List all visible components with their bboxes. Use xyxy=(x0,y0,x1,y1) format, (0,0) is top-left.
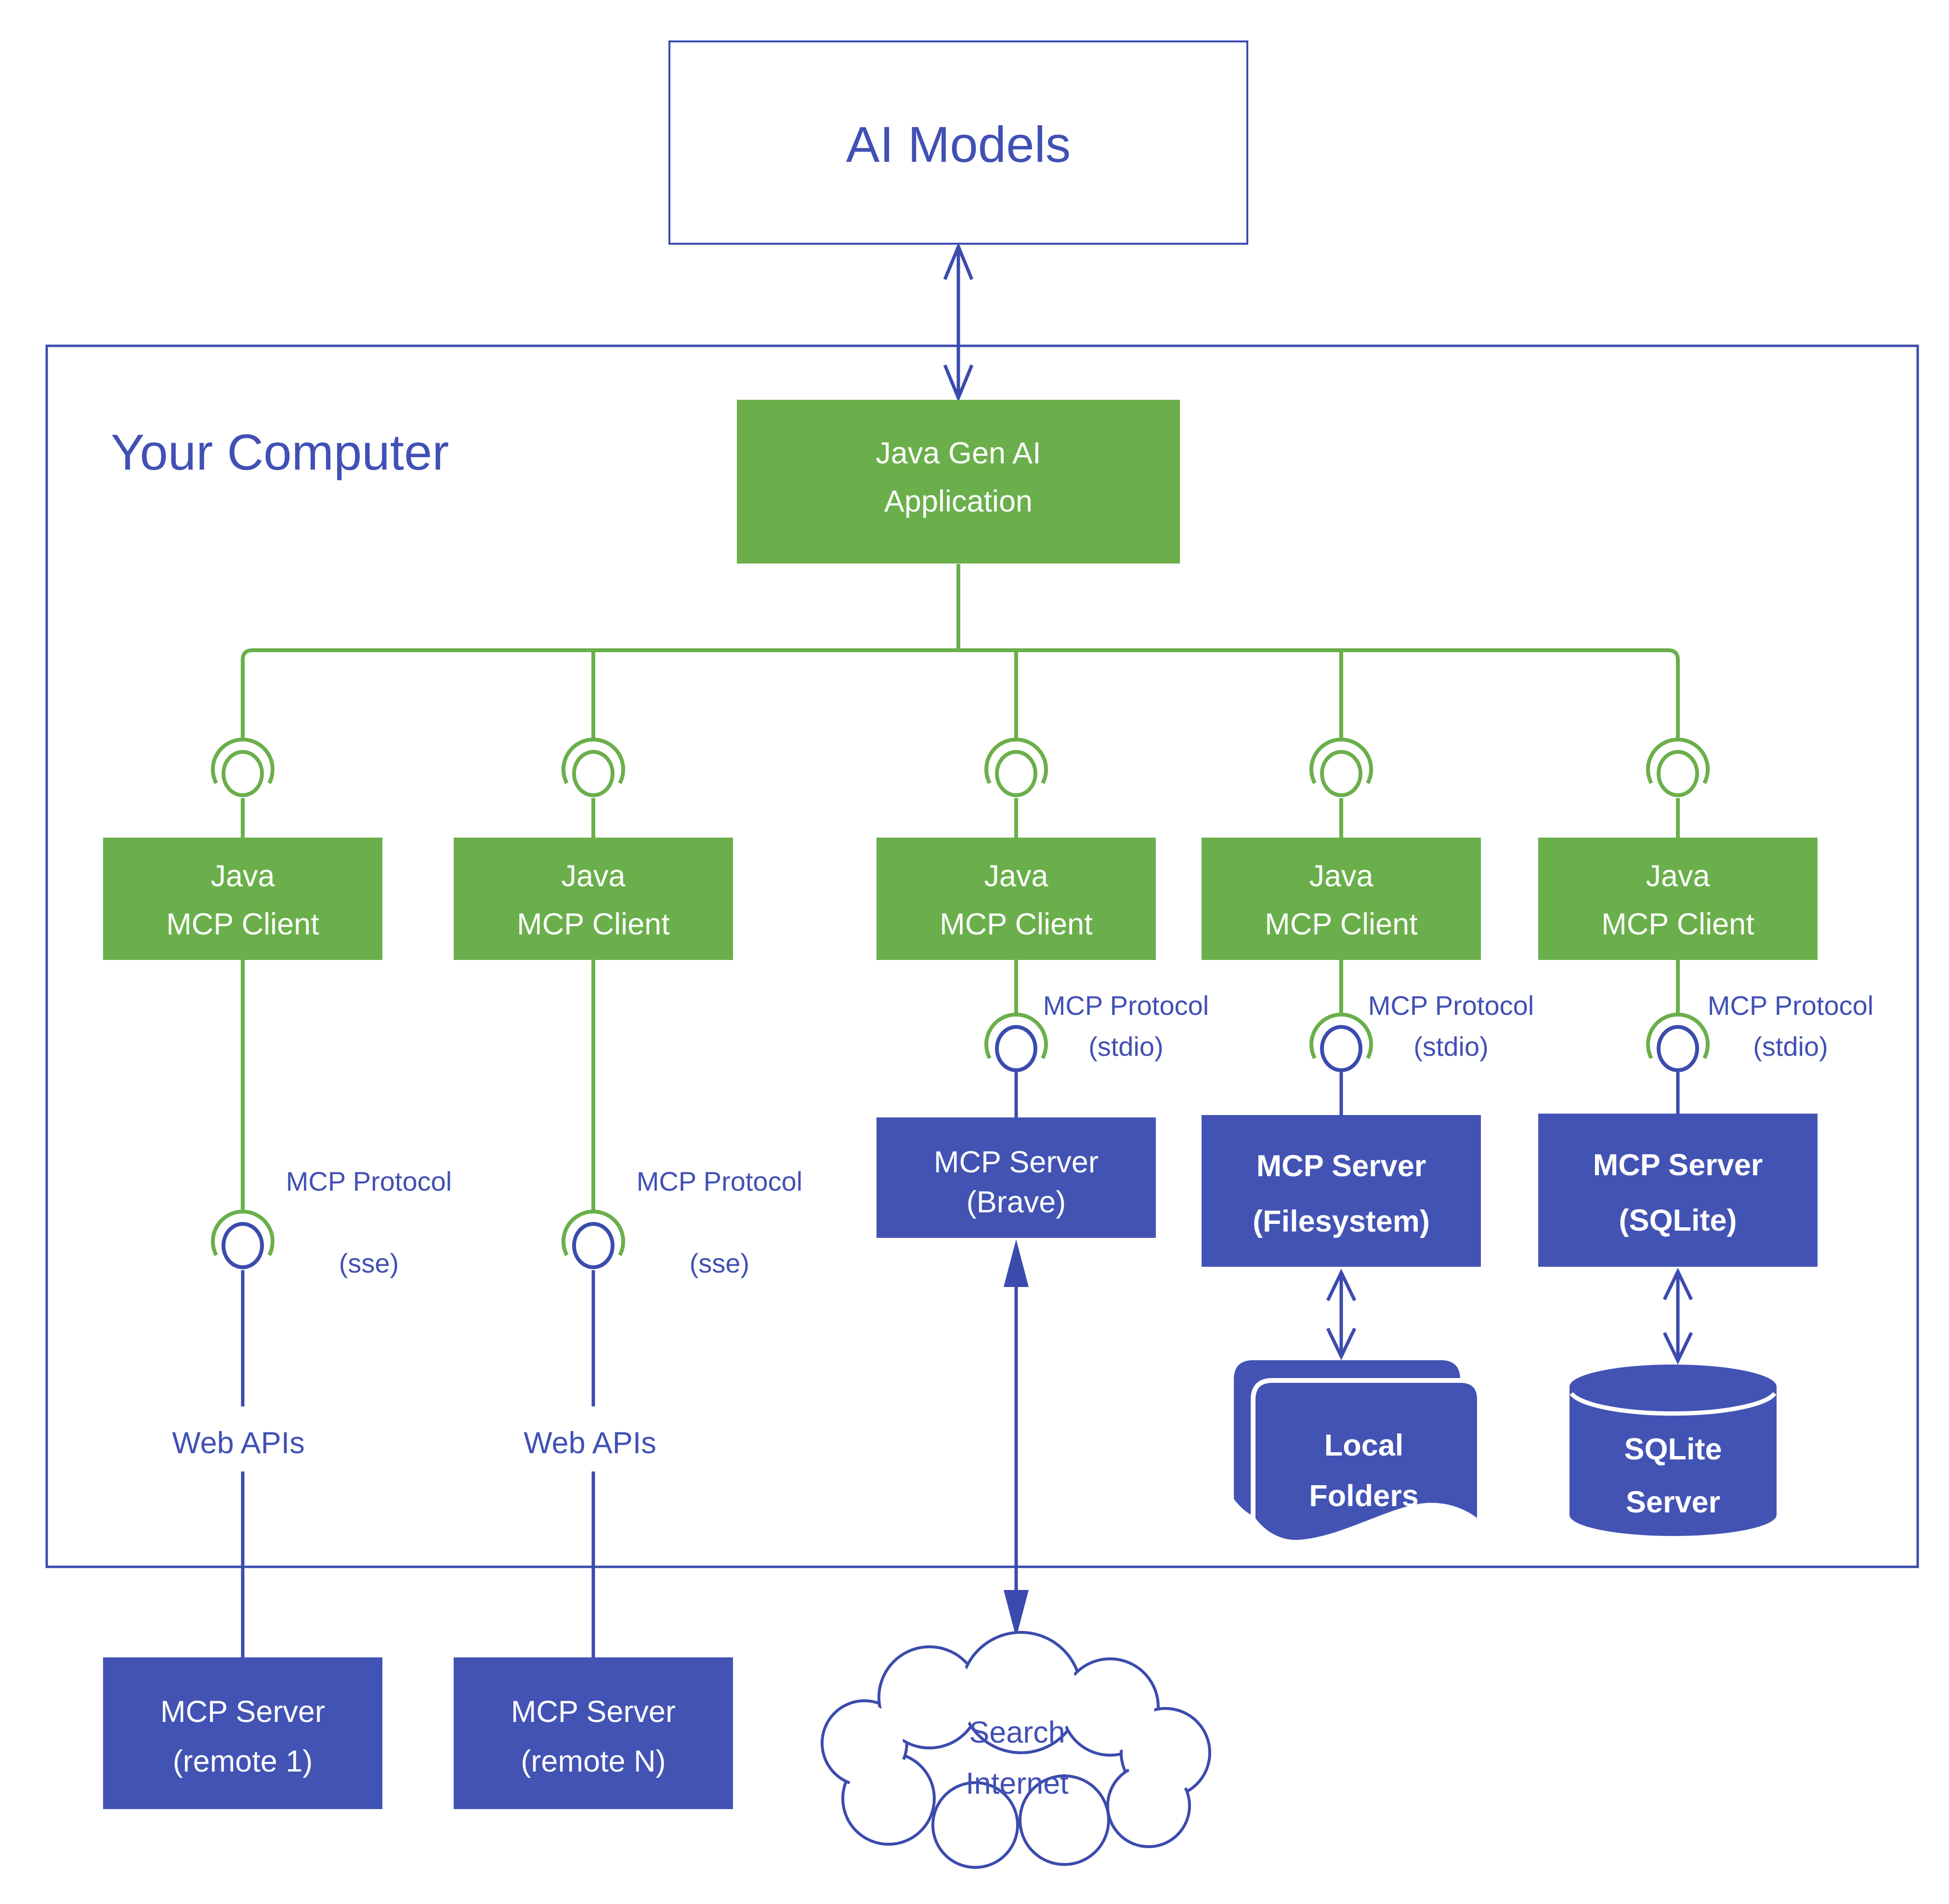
svg-text:(Brave): (Brave) xyxy=(967,1185,1066,1219)
mcp-socket-icon xyxy=(213,739,273,795)
cloud-label-line1: Search xyxy=(969,1716,1065,1749)
svg-text:(stdio): (stdio) xyxy=(1413,1031,1489,1062)
mcp-socket-icon xyxy=(563,739,623,795)
filesystem-folders-double-arrow-icon xyxy=(1326,1268,1357,1361)
java-gen-ai-application-node: Java Gen AI Application xyxy=(737,400,1180,564)
client-label-line1: Java xyxy=(561,859,626,893)
ai-models-label: AI Models xyxy=(846,117,1071,173)
client-label-line1: Java xyxy=(210,859,275,893)
your-computer-title: Your Computer xyxy=(111,424,449,481)
local-folders-icon: Local Folders xyxy=(1234,1360,1482,1545)
svg-text:MCP Protocol: MCP Protocol xyxy=(286,1166,452,1196)
cloud-label-line2: Internet xyxy=(966,1767,1069,1800)
app-label-line1: Java Gen AI xyxy=(876,436,1041,470)
sqlite-server-label-line1: SQLite xyxy=(1624,1432,1722,1466)
app-label-line2: Application xyxy=(884,485,1033,518)
protocol-label-sse-2: MCP Protocol (sse) xyxy=(637,1166,802,1278)
svg-text:MCP Protocol: MCP Protocol xyxy=(1368,990,1534,1021)
svg-text:MCP Server: MCP Server xyxy=(160,1695,325,1729)
mcp-socket-icon xyxy=(1648,739,1708,795)
web-apis-label-2: Web APIs xyxy=(523,1426,656,1460)
mcp-protocol-sse-icon xyxy=(213,1211,273,1267)
svg-text:MCP Protocol: MCP Protocol xyxy=(1043,990,1209,1021)
sqlite-server-label-line2: Server xyxy=(1626,1485,1720,1519)
web-apis-label-1: Web APIs xyxy=(172,1426,304,1460)
mcp-protocol-stdio-icon xyxy=(986,1014,1046,1070)
client-label-line2: MCP Client xyxy=(1265,907,1418,941)
java-mcp-client-node-2: Java MCP Client xyxy=(454,838,733,960)
protocol-label-stdio-2: MCP Protocol (stdio) xyxy=(1368,990,1534,1062)
svg-text:MCP Protocol: MCP Protocol xyxy=(637,1166,802,1196)
mcp-server-sqlite-node: MCP Server (SQLite) xyxy=(1538,1114,1818,1267)
svg-text:(stdio): (stdio) xyxy=(1088,1031,1164,1062)
mcp-protocol-stdio-icon xyxy=(1648,1014,1708,1070)
svg-text:(remote 1): (remote 1) xyxy=(173,1745,313,1778)
mcp-server-filesystem-node: MCP Server (Filesystem) xyxy=(1202,1115,1481,1267)
java-mcp-client-node-1: Java MCP Client xyxy=(103,838,382,960)
local-folders-label-line1: Local xyxy=(1324,1429,1404,1462)
client-branch-tree xyxy=(241,564,1680,838)
client-label-line2: MCP Client xyxy=(517,907,670,941)
client-label-line1: Java xyxy=(1309,859,1373,893)
svg-text:(stdio): (stdio) xyxy=(1753,1031,1828,1062)
svg-text:(sse): (sse) xyxy=(690,1248,749,1278)
svg-text:MCP Server: MCP Server xyxy=(934,1145,1099,1179)
sqlite-db-double-arrow-icon xyxy=(1662,1267,1693,1365)
database-cylinder-icon: SQLite Server xyxy=(1570,1365,1777,1536)
client-label-line1: Java xyxy=(984,859,1048,893)
client-label-line1: Java xyxy=(1646,859,1710,893)
protocol-label-stdio-3: MCP Protocol (stdio) xyxy=(1708,990,1873,1062)
mcp-server-remote-1-node: MCP Server (remote 1) xyxy=(103,1657,382,1809)
mcp-socket-icon xyxy=(1311,739,1371,795)
mcp-server-remote-n-node: MCP Server (remote N) xyxy=(454,1657,733,1809)
svg-text:MCP Server: MCP Server xyxy=(1593,1148,1763,1182)
client-label-line2: MCP Client xyxy=(940,907,1093,941)
protocol-label-sse-1: MCP Protocol (sse) xyxy=(286,1166,452,1278)
ai-app-double-arrow-icon xyxy=(943,242,974,403)
client-label-line2: MCP Client xyxy=(1601,907,1754,941)
client-to-server-links xyxy=(241,960,1680,1657)
svg-text:(SQLite): (SQLite) xyxy=(1619,1204,1737,1237)
client-label-line2: MCP Client xyxy=(166,907,319,941)
mcp-protocol-sse-icon xyxy=(563,1211,623,1267)
java-mcp-client-node-5: Java MCP Client xyxy=(1538,838,1818,960)
local-folders-label-line2: Folders xyxy=(1309,1479,1419,1513)
mcp-protocol-stdio-icon xyxy=(1311,1014,1371,1070)
svg-text:(Filesystem): (Filesystem) xyxy=(1253,1205,1430,1238)
protocol-label-stdio-1: MCP Protocol (stdio) xyxy=(1043,990,1209,1062)
svg-text:(remote N): (remote N) xyxy=(521,1745,666,1778)
svg-text:MCP Protocol: MCP Protocol xyxy=(1708,990,1873,1021)
java-mcp-client-node-4: Java MCP Client xyxy=(1202,838,1481,960)
svg-text:MCP Server: MCP Server xyxy=(1256,1149,1426,1183)
brave-cloud-double-arrow-icon xyxy=(1004,1239,1029,1638)
mcp-server-brave-node: MCP Server (Brave) xyxy=(876,1117,1156,1238)
svg-text:MCP Server: MCP Server xyxy=(511,1695,676,1729)
your-computer-container xyxy=(45,344,1919,1568)
svg-text:(sse): (sse) xyxy=(339,1248,399,1278)
cloud-icon: Search Internet xyxy=(821,1631,1211,1869)
java-mcp-client-node-3: Java MCP Client xyxy=(876,838,1156,960)
mcp-socket-icon xyxy=(986,739,1046,795)
